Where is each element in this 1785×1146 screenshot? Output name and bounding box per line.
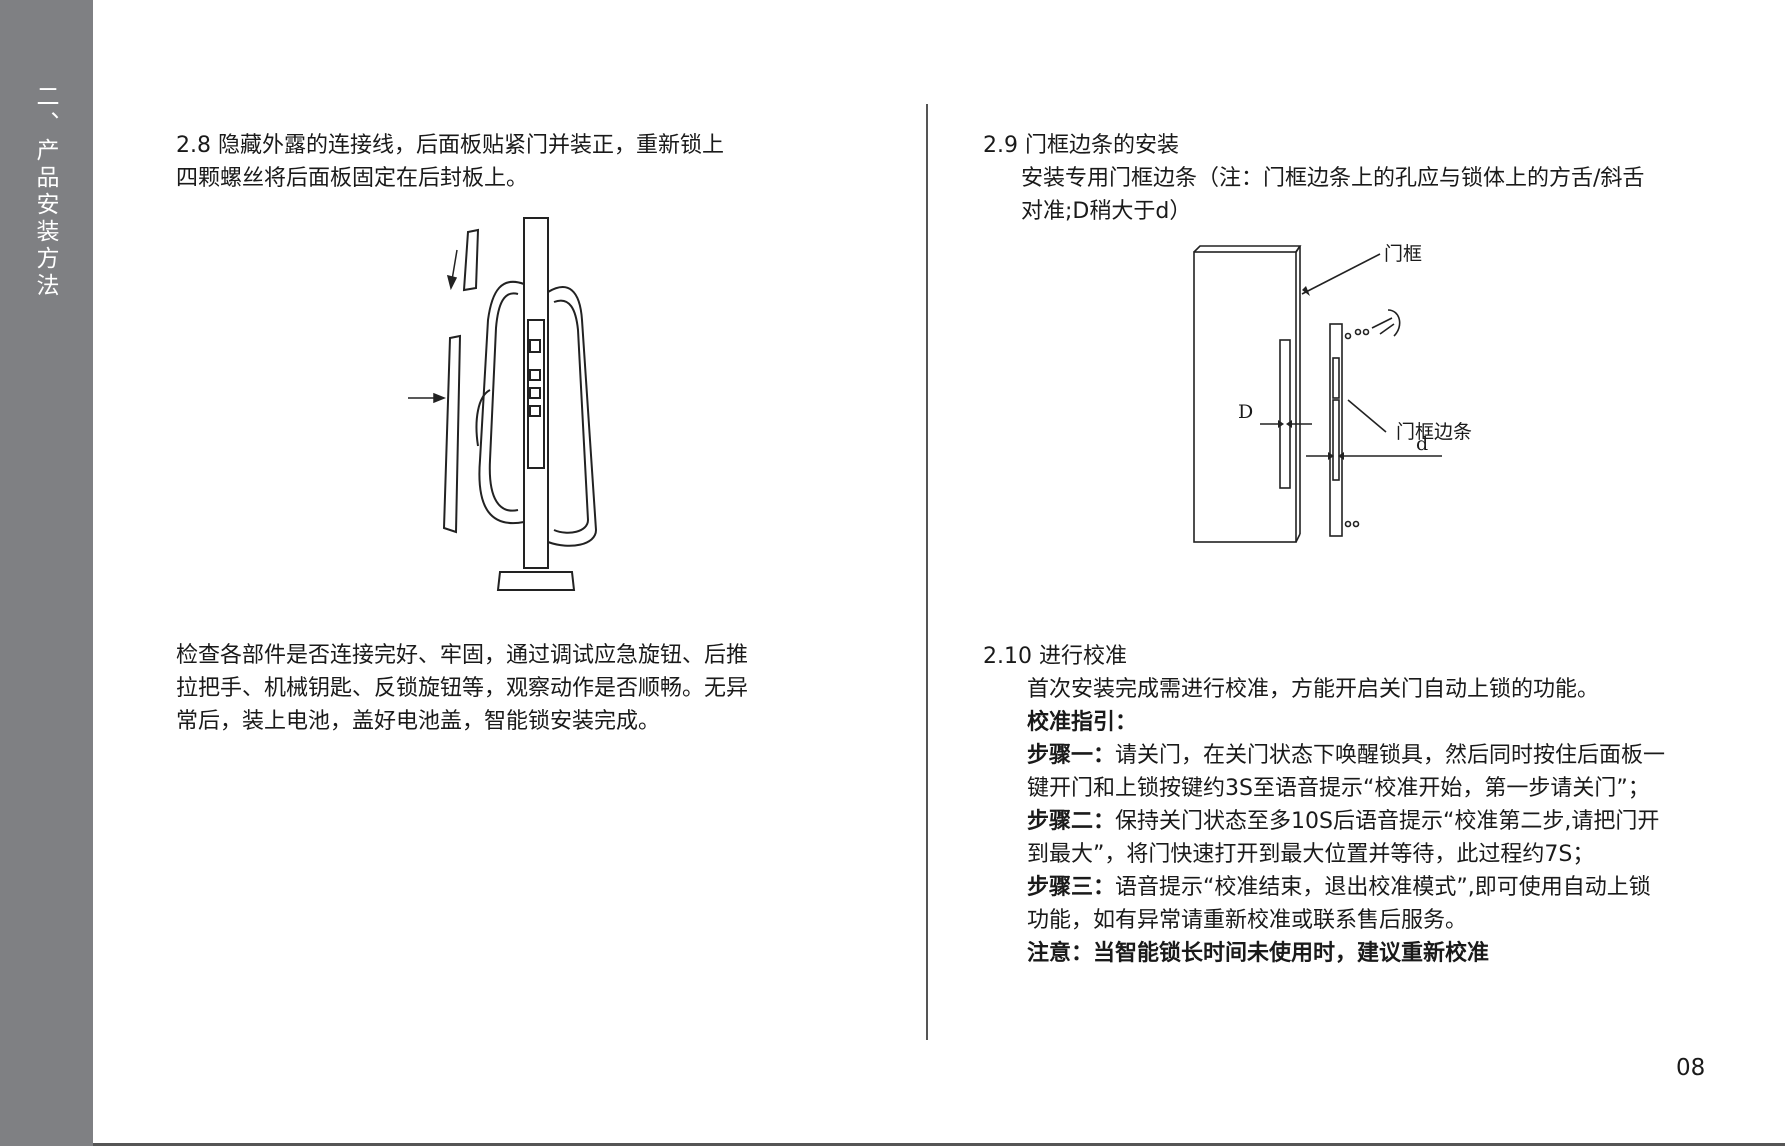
step-2-8-line1: 2.8 隐藏外露的连接线，后面板贴紧门并装正，重新锁上 <box>176 133 724 158</box>
lock-body-plate <box>527 319 545 469</box>
step-2-9-heading: 2.9 门框边条的安装 <box>983 133 1179 158</box>
check-line1: 检查各部件是否连接完好、牢固，通过调试应急旋钮、后推 <box>176 643 749 668</box>
step-2-9-line2: 对准;D稍大于d） <box>1021 199 1192 224</box>
rear-panel-installation-illustration <box>408 217 598 591</box>
step3-line1: 步骤三：语音提示“校准结束，退出校准模式”,即可使用自动上锁 <box>1027 875 1651 900</box>
rear-panel <box>478 280 525 525</box>
check-line3: 常后，装上电池，盖好电池盖，智能锁安装完成。 <box>176 709 661 734</box>
step3-label: 步骤三： <box>1027 875 1116 900</box>
door-frame-top <box>1193 245 1302 253</box>
note: 注意：当智能锁长时间未使用时，建议重新校准 <box>1027 941 1490 966</box>
door-post-base <box>496 571 576 591</box>
bottom-rule <box>93 1143 1785 1146</box>
step-2-9-text: 安装专用门框边条（注：门框边条上的孔应与锁体上的方舌/斜舌 对准;D稍大于d） <box>1021 162 1644 228</box>
step-2-8-line2: 四颗螺丝将后面板固定在后封板上。 <box>176 166 529 191</box>
step-2-8-text: 2.8 隐藏外露的连接线，后面板贴紧门并装正，重新锁上 四颗螺丝将后面板固定在后… <box>176 129 724 195</box>
page-number: 08 <box>1676 1055 1706 1081</box>
label-d: d <box>1416 433 1428 455</box>
upper-cover <box>462 228 480 292</box>
step2-label: 步骤二： <box>1027 809 1116 834</box>
step-2-9-line1: 安装专用门框边条（注：门框边条上的孔应与锁体上的方舌/斜舌 <box>1021 166 1645 191</box>
step1-line2: 键开门和上锁按键约3S至语音提示“校准开始，第一步请关门”； <box>1027 776 1650 801</box>
screw-icon <box>1354 328 1362 336</box>
step1-line1: 步骤一：请关门，在关门状态下唤醒锁具，然后同时按住后面板一 <box>1027 743 1666 768</box>
sidebar: 二、产品安装方法 <box>0 0 93 1146</box>
step3-line2: 功能，如有异常请重新校准或联系售后服务。 <box>1027 908 1468 933</box>
guide-title: 校准指引： <box>1027 710 1138 735</box>
arrow-down-icon <box>451 249 458 281</box>
step1-label: 步骤一： <box>1027 743 1116 768</box>
label-door-frame: 门框 <box>1384 243 1422 265</box>
check-line2: 拉把手、机械钥匙、反锁旋钮等，观察动作是否顺畅。无异 <box>176 676 749 701</box>
step-2-10-intro: 首次安装完成需进行校准，方能开启关门自动上锁的功能。 <box>1027 677 1600 702</box>
screwdriver-icon <box>1371 309 1401 337</box>
door-frame-strip <box>1329 323 1343 537</box>
column-divider <box>926 104 928 1040</box>
lower-cover <box>442 334 462 534</box>
door-frame <box>1193 251 1297 543</box>
front-handle <box>547 286 598 547</box>
door-frame-strip-illustration: 门框 门框边条 D d <box>1193 243 1472 543</box>
step-2-10-body: 首次安装完成需进行校准，方能开启关门自动上锁的功能。 校准指引： 步骤一：请关门… <box>1027 673 1665 970</box>
step2-line2: 到最大”，将门快速打开到最大位置并等待，此过程约7S； <box>1027 842 1595 867</box>
door-post <box>523 217 549 569</box>
label-door-frame-strip: 门框边条 <box>1396 421 1472 443</box>
step2-line1: 步骤二：保持关门状态至多10S后语音提示“校准第二步,请把门开 <box>1027 809 1660 834</box>
check-text: 检查各部件是否连接完好、牢固，通过调试应急旋钮、后推 拉把手、机械钥匙、反锁旋钮… <box>176 639 748 738</box>
section-title: 二、产品安装方法 <box>32 84 58 300</box>
label-D: D <box>1238 401 1253 423</box>
step-2-10-heading: 2.10 进行校准 <box>983 644 1127 669</box>
